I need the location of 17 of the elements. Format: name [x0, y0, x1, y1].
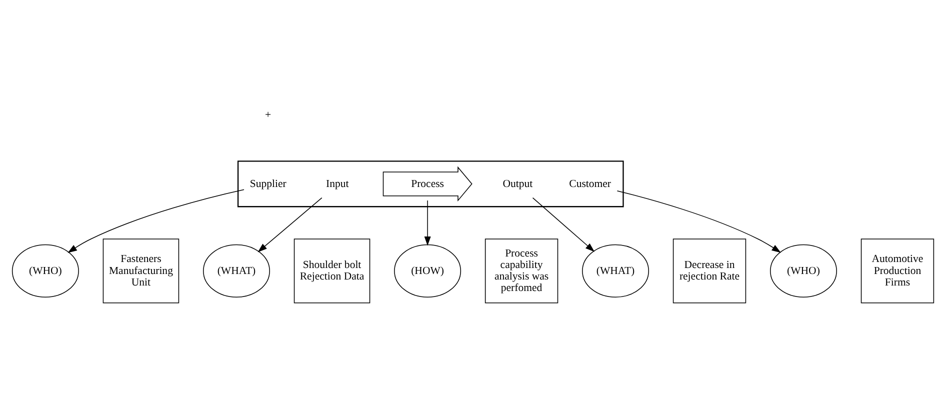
node-ellipse: (HOW) — [394, 244, 462, 298]
arrow — [532, 197, 595, 252]
node-box: Shoulder bolt Rejection Data — [294, 238, 370, 304]
node-box: Process capability analysis was perfomed — [484, 238, 558, 304]
arrow — [424, 200, 431, 246]
node-text: Supplier — [250, 178, 286, 190]
node-box: Fasteners Manufacturing Unit — [102, 238, 180, 304]
arrow — [616, 190, 781, 253]
arrow — [258, 197, 322, 252]
node-box: Decrease in rejection Rate — [672, 238, 746, 304]
arrow — [68, 189, 244, 253]
node-text: Input — [326, 178, 349, 190]
cluster — [237, 160, 624, 208]
node-text: Customer — [569, 178, 612, 190]
node-text: Output — [502, 178, 533, 190]
node-box: Automotive Production Firms — [860, 238, 934, 304]
label: + — [265, 108, 272, 121]
